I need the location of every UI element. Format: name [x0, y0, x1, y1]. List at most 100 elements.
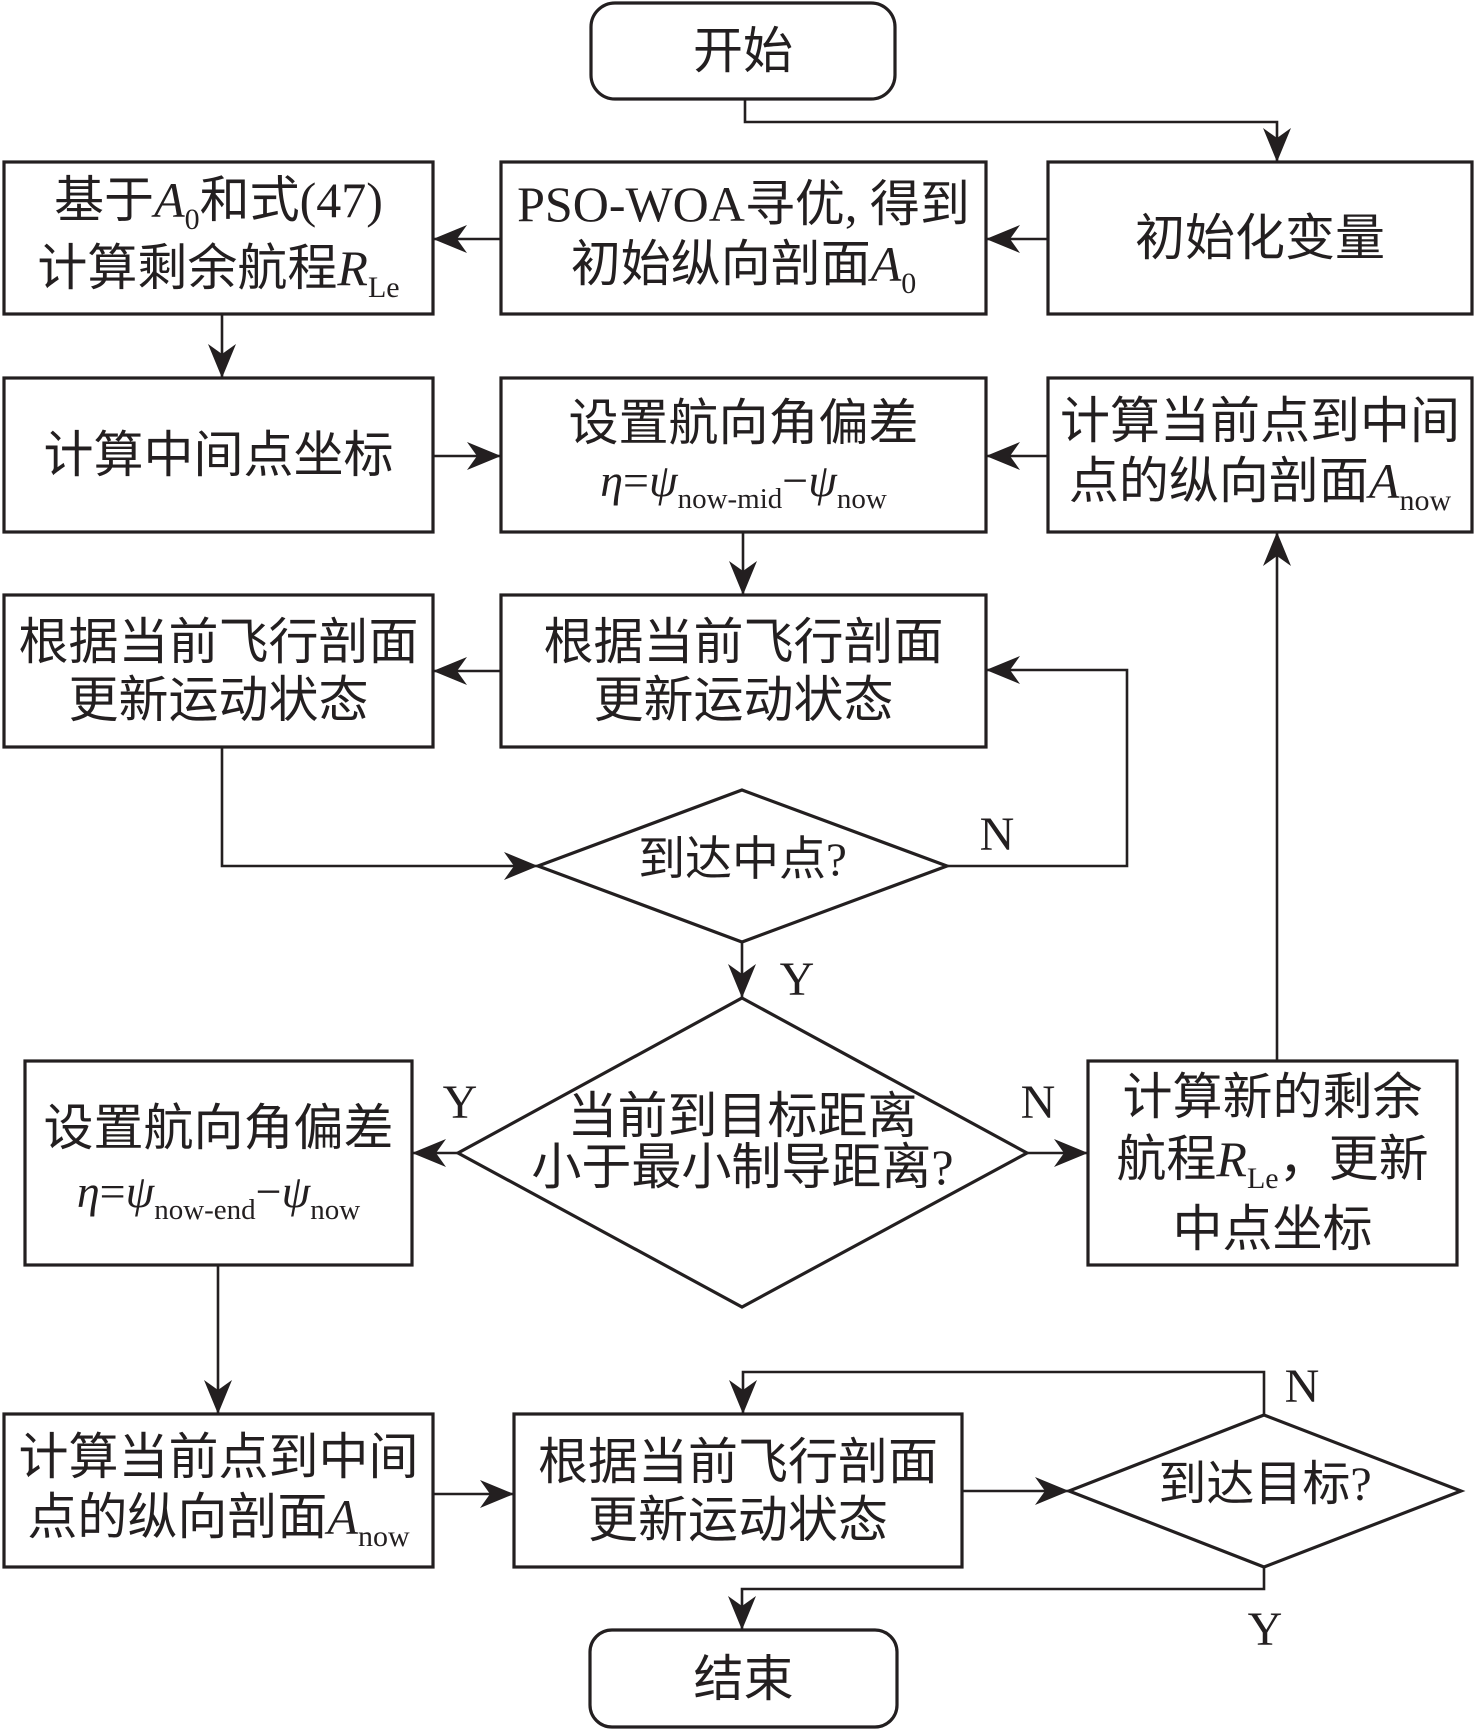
set-heading-end-node: 设置航向角偏差 η=ψnow-end−ψnow	[25, 1061, 412, 1265]
edge-reach-target-no	[729, 1370, 1266, 1415]
equals-sign: =	[623, 455, 649, 506]
set-heading-mid-line1: 设置航向角偏差	[568, 395, 919, 451]
edge-update-left-to-reach-midpoint	[220, 747, 538, 880]
minus-sign: −	[782, 455, 809, 506]
edge-label-min-guidance-yes: Y	[442, 1076, 478, 1129]
edge-label-min-guidance-no: N	[1020, 1076, 1056, 1129]
pso-woa-var: A	[870, 236, 902, 292]
update-state-mid-line2: 更新运动状态	[593, 672, 894, 728]
calc-profile-mid-node: 计算当前点到中间 点的纵向剖面Anow	[1048, 378, 1472, 532]
update-range-line3: 中点坐标	[1172, 1201, 1373, 1257]
pso-woa-line2-text: 初始纵向剖面	[570, 236, 871, 292]
calc-midpoint-node: 计算中间点坐标	[4, 378, 433, 532]
update-state-mid-line1: 根据当前飞行剖面	[543, 614, 944, 670]
pso-woa-line2: 初始纵向剖面A0	[571, 234, 917, 302]
init-vars-box	[1046, 160, 1474, 316]
reach-midpoint-node: 到达中点?	[538, 790, 947, 942]
calc-range-line1-sub: 0	[184, 203, 200, 236]
end-label: 结束	[693, 1650, 794, 1707]
reach-target-label: 到达目标?	[1158, 1458, 1372, 1511]
calc-profile-mid-box	[1046, 376, 1474, 534]
edge-label-reach-target-yes: Y	[1247, 1603, 1283, 1656]
set-heading-mid-node: 设置航向角偏差 η=ψnow-mid−ψnow	[501, 378, 986, 532]
calc-profile-end-line1: 计算当前点到中间	[18, 1428, 419, 1485]
pso-woa-node: PSO-WOA寻优, 得到 初始纵向剖面A0	[501, 162, 986, 314]
end-node: 结束	[590, 1630, 897, 1727]
psi-symbol: ψ	[125, 1166, 155, 1217]
reach-midpoint-label: 到达中点?	[638, 834, 847, 886]
update-state-bottom-box	[512, 1412, 964, 1569]
calc-range-line1: 基于A0和式(47)	[54, 170, 383, 238]
update-state-mid-node: 根据当前飞行剖面 更新运动状态	[501, 595, 986, 747]
update-state-left-line1: 根据当前飞行剖面	[18, 614, 419, 670]
update-state-left-line2: 更新运动状态	[68, 672, 369, 728]
set-heading-end-formula: η=ψnow-end−ψnow	[77, 1160, 360, 1230]
psi-sub-1: now-mid	[677, 483, 783, 515]
edge-start-to-init	[743, 100, 1291, 162]
reach-target-node: 到达目标?	[1069, 1415, 1461, 1567]
start-node: 开始	[591, 3, 895, 99]
update-range-line1: 计算新的剩余	[1122, 1069, 1423, 1125]
pso-woa-line1: PSO-WOA寻优, 得到	[517, 176, 970, 232]
calc-range-line2-var: R	[337, 240, 368, 296]
set-heading-end-line1: 设置航向角偏差	[43, 1100, 394, 1156]
psi-sub-2: now	[310, 1194, 361, 1226]
psi-symbol: ψ	[808, 455, 837, 506]
calc-profile-end-line2: 点的纵向剖面Anow	[27, 1487, 409, 1555]
set-heading-mid-formula: η=ψnow-mid−ψnow	[600, 452, 887, 516]
calc-profile-end-sub: now	[357, 1519, 410, 1553]
start-terminal-shape	[589, 1, 897, 101]
calc-profile-mid-sub: now	[1399, 484, 1452, 517]
edge-reach-target-yes	[728, 1567, 1266, 1630]
calc-midpoint-box	[2, 376, 435, 534]
psi-symbol: ψ	[649, 455, 678, 506]
equals-sign: =	[99, 1166, 126, 1217]
psi-sub-1: now-end	[154, 1194, 256, 1226]
calc-range-node: 基于A0和式(47) 计算剩余航程RLe	[4, 162, 433, 314]
minus-sign: −	[255, 1166, 282, 1217]
update-state-bottom-node: 根据当前飞行剖面 更新运动状态	[514, 1414, 962, 1567]
edge-label-reach-midpoint-no: N	[979, 808, 1015, 861]
update-range-sub: Le	[1246, 1162, 1279, 1195]
calc-profile-end-var: A	[327, 1488, 358, 1545]
update-range-box	[1086, 1059, 1459, 1267]
edge-label-reach-target-no: N	[1284, 1360, 1320, 1413]
update-state-left-node: 根据当前飞行剖面 更新运动状态	[4, 595, 433, 747]
eta-symbol: η	[600, 455, 624, 506]
psi-symbol: ψ	[281, 1166, 311, 1217]
calc-profile-mid-line2-text: 点的纵向剖面	[1068, 453, 1369, 509]
calc-profile-mid-var: A	[1368, 453, 1400, 509]
start-label: 开始	[693, 23, 793, 79]
calc-profile-end-node: 计算当前点到中间 点的纵向剖面Anow	[4, 1414, 433, 1567]
update-state-mid-box	[499, 593, 988, 749]
min-guidance-diamond	[454, 996, 1031, 1309]
init-vars-label: 初始化变量	[1135, 210, 1385, 266]
init-vars-node: 初始化变量	[1048, 162, 1472, 314]
calc-profile-end-box	[2, 1412, 435, 1569]
update-range-node: 计算新的剩余 航程RLe，更新 中点坐标	[1088, 1061, 1457, 1265]
psi-sub-2: now	[836, 483, 887, 515]
edge-reach-midpoint-no	[947, 656, 1129, 868]
calc-range-line2-sub: Le	[367, 271, 400, 304]
calc-profile-end-line2-text: 点的纵向剖面	[27, 1488, 328, 1545]
end-terminal-shape	[588, 1628, 899, 1729]
eta-symbol: η	[76, 1166, 100, 1217]
calc-range-line1-var: A	[154, 172, 185, 228]
update-state-bottom-line2: 更新运动状态	[588, 1491, 888, 1548]
edge-label-reach-midpoint-yes: Y	[779, 953, 815, 1006]
min-guidance-line2: 小于最小制导距离?	[531, 1138, 954, 1195]
pso-woa-box	[499, 160, 988, 316]
calc-profile-mid-line1: 计算当前点到中间	[1060, 393, 1460, 449]
calc-range-line2-text: 计算剩余航程	[37, 240, 338, 296]
calc-profile-mid-line2: 点的纵向剖面Anow	[1069, 451, 1451, 519]
calc-range-line1-pre: 基于	[54, 172, 155, 228]
update-range-line2-post: ，更新	[1278, 1131, 1429, 1187]
update-state-left-box	[2, 593, 435, 749]
calc-range-line1-post: 和式(47)	[199, 172, 383, 228]
calc-range-line2: 计算剩余航程RLe	[37, 238, 399, 306]
calc-midpoint-label: 计算中间点坐标	[43, 427, 394, 483]
update-range-line2-pre: 航程	[1116, 1131, 1217, 1187]
